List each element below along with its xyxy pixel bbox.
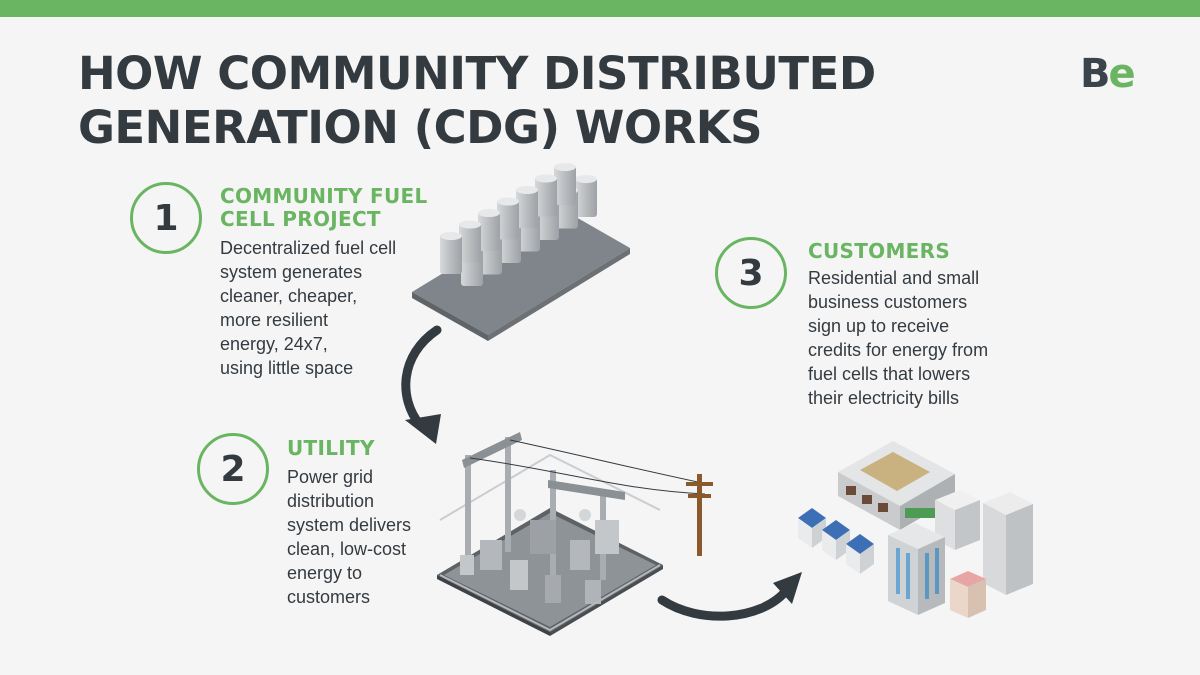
step-2-desc-line: energy to bbox=[287, 563, 363, 583]
fuel-cell-top bbox=[478, 209, 500, 217]
step-3-desc-line: credits for energy from bbox=[808, 340, 989, 360]
page-title: HOW COMMUNITY DISTRIBUTED GENERATION (CD… bbox=[78, 47, 978, 155]
fuel-cell-top bbox=[497, 197, 519, 206]
fuel-cell-array-illustration bbox=[412, 163, 630, 341]
step-1-number-badge: 1 bbox=[130, 182, 202, 254]
logo-letter-e: e bbox=[1108, 51, 1136, 97]
step-2-desc-line: distribution bbox=[287, 491, 375, 511]
house-shape bbox=[846, 544, 860, 574]
logo-letter-b: B bbox=[1080, 51, 1110, 97]
step-1-title-line-1: COMMUNITY FUEL bbox=[220, 184, 428, 208]
step-3-description: Residential and small business customers… bbox=[808, 266, 1038, 410]
top-accent-bar bbox=[0, 0, 1200, 17]
be-logo[interactable]: Be bbox=[1080, 50, 1136, 98]
step-2-desc-line: Power grid bbox=[287, 467, 374, 487]
fuel-cell-top bbox=[459, 220, 481, 229]
step-3-desc-line: business customers bbox=[808, 292, 968, 312]
step-2-desc-line: system delivers bbox=[287, 515, 412, 535]
fuel-cell-unit bbox=[478, 211, 500, 251]
page-title-line-2: GENERATION (CDG) WORKS bbox=[78, 101, 763, 154]
utility-pole-illustration bbox=[686, 474, 713, 556]
fuel-cell-unit bbox=[554, 165, 576, 205]
house-shape bbox=[860, 544, 874, 574]
curved-arrow-icon-2 bbox=[657, 587, 790, 621]
step-3-desc-line: fuel cells that lowers bbox=[808, 364, 971, 384]
fuel-cell-unit bbox=[535, 176, 557, 217]
step-1-desc-line: system generates bbox=[220, 262, 363, 282]
step-3-title-line-1: CUSTOMERS bbox=[808, 239, 951, 263]
step-1-title: COMMUNITY FUEL CELL PROJECT bbox=[220, 185, 428, 231]
step-2-number-badge: 2 bbox=[197, 433, 269, 505]
fuel-cell-top bbox=[575, 175, 597, 183]
fuel-cell-top bbox=[516, 186, 538, 194]
step-1-desc-line: using little space bbox=[220, 358, 354, 378]
step-1-desc-line: more resilient bbox=[220, 310, 329, 330]
step-1-desc-line: cleaner, cheaper, bbox=[220, 286, 358, 306]
fuel-cell-top bbox=[535, 174, 557, 183]
step-3-desc-line: Residential and small bbox=[808, 268, 980, 288]
fuel-cell-unit bbox=[440, 234, 462, 274]
step-2-desc-line: customers bbox=[287, 587, 371, 607]
step-3-desc-line: sign up to receive bbox=[808, 316, 950, 336]
step-3-desc-line: their electricity bills bbox=[808, 388, 960, 408]
city-buildings-illustration bbox=[798, 441, 1033, 618]
curved-arrow-icon bbox=[401, 325, 442, 430]
step-1-desc-line: Decentralized fuel cell bbox=[220, 238, 397, 258]
fuel-cell-top bbox=[554, 163, 576, 171]
step-1-description: Decentralized fuel cell system generates… bbox=[220, 236, 420, 380]
fuel-cell-unit bbox=[459, 222, 481, 263]
step-2-description: Power grid distribution system delivers … bbox=[287, 465, 437, 609]
step-3-title: CUSTOMERS bbox=[808, 240, 950, 263]
house-shape bbox=[798, 518, 812, 548]
fuel-cell-unit bbox=[516, 188, 538, 228]
step-2-title: UTILITY bbox=[287, 437, 375, 460]
substation-illustration bbox=[437, 432, 713, 636]
step-3-number-badge: 3 bbox=[715, 237, 787, 309]
step-1-title-line-2: CELL PROJECT bbox=[220, 207, 381, 231]
fuel-cell-top bbox=[440, 232, 462, 240]
fuel-cell-unit bbox=[497, 199, 519, 240]
page-title-line-1: HOW COMMUNITY DISTRIBUTED bbox=[78, 47, 876, 100]
fuel-cell-unit bbox=[575, 177, 597, 217]
house-shape bbox=[822, 530, 836, 560]
step-1-desc-line: energy, 24x7, bbox=[220, 334, 328, 354]
step-2-title-line-1: UTILITY bbox=[287, 436, 375, 460]
step-2-desc-line: clean, low-cost bbox=[287, 539, 407, 559]
